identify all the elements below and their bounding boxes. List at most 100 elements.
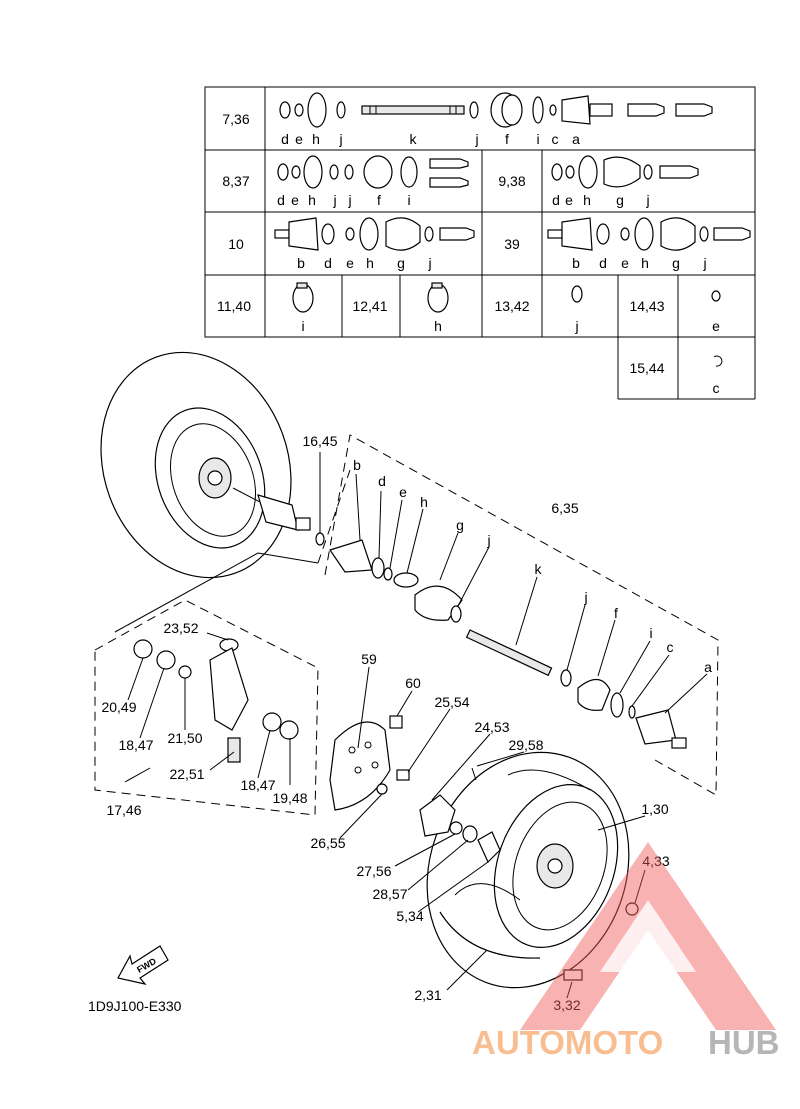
leader-lines bbox=[124, 452, 708, 999]
row3-left-letter: g bbox=[397, 255, 405, 271]
row2-right-key: 9,38 bbox=[498, 173, 525, 189]
row1-letter: k bbox=[410, 131, 418, 147]
callout-23-52: 23,52 bbox=[163, 620, 198, 636]
callout-18-47: 18,47 bbox=[240, 777, 275, 793]
row3-left-letter: h bbox=[366, 255, 374, 271]
row1-letter: f bbox=[505, 131, 509, 147]
row3-right-part-icons bbox=[547, 217, 751, 251]
row2-left-letter: i bbox=[407, 192, 410, 208]
callout-28-57: 28,57 bbox=[372, 886, 407, 902]
row4-key-2: 12,41 bbox=[352, 298, 387, 314]
callout-26-55: 26,55 bbox=[310, 835, 345, 851]
callout-27-56: 27,56 bbox=[356, 863, 391, 879]
callout-c: c bbox=[667, 639, 674, 655]
row3-right-letter: e bbox=[621, 255, 629, 271]
watermark-logo: AUTOMOTO HUB bbox=[472, 842, 780, 1061]
row2-right-letter: g bbox=[616, 192, 624, 208]
row2-right-letter: j bbox=[645, 192, 649, 208]
row2-left-key: 8,37 bbox=[222, 173, 249, 189]
knuckle-parts bbox=[133, 638, 639, 981]
row2-right-letter: d bbox=[552, 192, 560, 208]
row1-letter: e bbox=[295, 131, 303, 147]
callout-3-32: 3,32 bbox=[553, 997, 580, 1013]
row1-letter: d bbox=[281, 131, 289, 147]
row3-right-letter: j bbox=[702, 255, 706, 271]
upper-wheel bbox=[100, 351, 311, 579]
callout-f: f bbox=[614, 605, 618, 621]
callout-2-31: 2,31 bbox=[414, 987, 441, 1003]
callout-59: 59 bbox=[361, 651, 377, 667]
row3-right-letter: d bbox=[599, 255, 607, 271]
diagram-code: 1D9J100-E330 bbox=[88, 998, 182, 1014]
row3-left-letter: e bbox=[346, 255, 354, 271]
row1-part-icons bbox=[279, 92, 713, 128]
callout-21-50: 21,50 bbox=[167, 730, 202, 746]
row4-key-4: 14,43 bbox=[629, 298, 664, 314]
row1-key: 7,36 bbox=[222, 111, 249, 127]
row1-letter: i bbox=[536, 131, 539, 147]
row2-right-part-icons bbox=[551, 155, 699, 189]
driveshaft-parts bbox=[315, 532, 687, 749]
callout-h: h bbox=[420, 494, 428, 510]
row3-right-letter: b bbox=[572, 255, 580, 271]
callout-60: 60 bbox=[405, 675, 421, 691]
driveshaft-assembly-outline bbox=[324, 434, 719, 796]
callout-16-45: 16,45 bbox=[302, 433, 337, 449]
row2-right-letter: h bbox=[583, 192, 591, 208]
callout-6-35: 6,35 bbox=[551, 500, 578, 516]
row2-left-part-icons bbox=[277, 155, 469, 189]
row3-left-part-icons bbox=[274, 217, 475, 251]
row2-left-letter: j bbox=[332, 192, 336, 208]
row3-right-letter: g bbox=[672, 255, 680, 271]
watermark-text-hub: HUB bbox=[708, 1024, 780, 1061]
callout-j: j bbox=[583, 589, 587, 605]
row1-letter: c bbox=[552, 131, 559, 147]
callout-k: k bbox=[535, 561, 543, 577]
row1-letter: j bbox=[474, 131, 478, 147]
row1-letter: a bbox=[572, 131, 580, 147]
callout-25-54: 25,54 bbox=[434, 694, 469, 710]
row5-letter: c bbox=[713, 380, 720, 396]
row2-left-letter: e bbox=[291, 192, 299, 208]
row4-key-1: 11,40 bbox=[217, 298, 251, 314]
row3-left-letter: b bbox=[297, 255, 305, 271]
callout-5-34: 5,34 bbox=[396, 908, 423, 924]
callout-19-48: 19,48 bbox=[272, 790, 307, 806]
parts-table: 7,36 8,37 9,38 10 39 11,40 12,41 13,42 1… bbox=[204, 86, 756, 400]
callout-1-30: 1,30 bbox=[641, 801, 668, 817]
row3-left-letter: d bbox=[324, 255, 332, 271]
row2-left-letter: f bbox=[377, 192, 381, 208]
lower-wheel bbox=[426, 751, 630, 989]
watermark-text-automoto: AUTOMOTO bbox=[472, 1024, 663, 1061]
callout-j: j bbox=[486, 532, 490, 548]
callout-d: d bbox=[378, 473, 386, 489]
callout-e: e bbox=[399, 484, 407, 500]
row1-letter: j bbox=[338, 131, 342, 147]
row4-letter: h bbox=[434, 318, 442, 334]
callout-a: a bbox=[704, 659, 712, 675]
row4-letter: e bbox=[712, 318, 720, 334]
callout-18-47: 18,47 bbox=[118, 737, 153, 753]
callout-22-51: 22,51 bbox=[169, 766, 204, 782]
row3-left-key: 10 bbox=[228, 236, 244, 252]
row2-left-letter: h bbox=[308, 192, 316, 208]
row4-part-icons bbox=[292, 282, 723, 367]
row2-right-letter: e bbox=[565, 192, 573, 208]
callout-i: i bbox=[649, 625, 652, 641]
callout-b: b bbox=[353, 457, 361, 473]
callout-24-53: 24,53 bbox=[474, 719, 509, 735]
callout-4-33: 4,33 bbox=[642, 853, 669, 869]
callout-29-58: 29,58 bbox=[508, 737, 543, 753]
row3-right-key: 39 bbox=[504, 236, 520, 252]
row4-letter: j bbox=[574, 318, 578, 334]
callout-17-46: 17,46 bbox=[106, 802, 141, 818]
row3-right-letter: h bbox=[641, 255, 649, 271]
row3-left-letter: j bbox=[427, 255, 431, 271]
callout-g: g bbox=[456, 517, 464, 533]
row4-key-3: 13,42 bbox=[494, 298, 529, 314]
callout-20-49: 20,49 bbox=[101, 699, 136, 715]
callout-labels: 16,45 b d e h g j 6,35 k j f i c a 23,52… bbox=[101, 433, 712, 1013]
fwd-arrow-icon: FWD bbox=[117, 945, 169, 985]
row4-letter: i bbox=[301, 318, 304, 334]
